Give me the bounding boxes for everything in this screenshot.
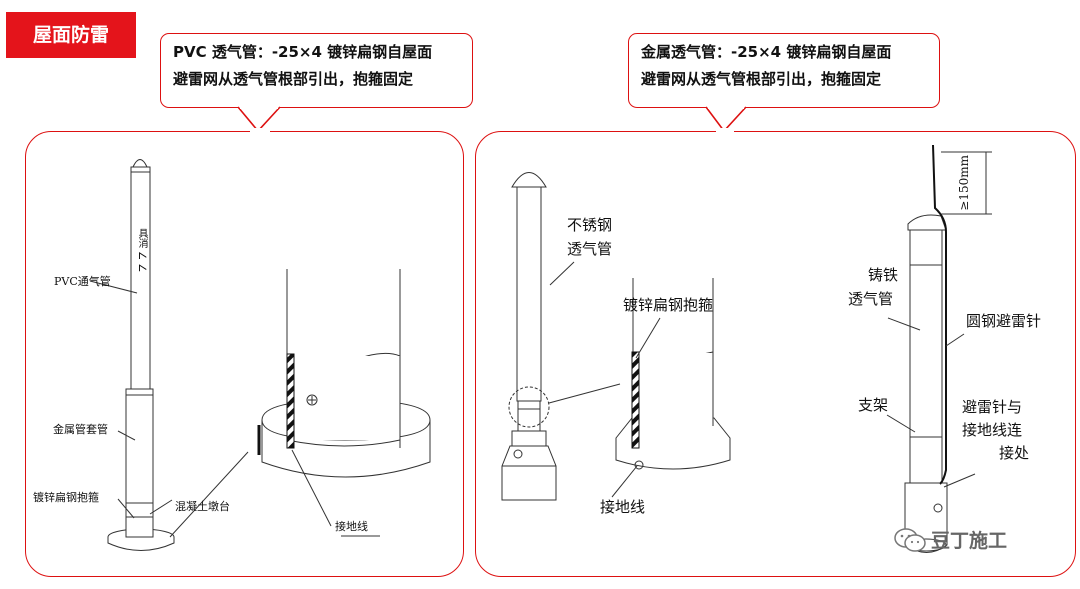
callout-pvc-line2: 避雷网从透气管根部引出，抱箍固定 bbox=[173, 70, 414, 88]
callout-pvc-line1: PVC 透气管：-25×4 镀锌扁钢自屋面 bbox=[173, 43, 433, 61]
label-metal-sleeve: 金属管套管 bbox=[53, 423, 108, 436]
pvc-pipe-mark: 具消 ∠ ∠ bbox=[136, 228, 147, 273]
label-ground-wire-left: 接地线 bbox=[335, 520, 368, 533]
label-rod: 圆钢避雷针 bbox=[966, 312, 1042, 330]
label-steel-hoop: 镀锌扁钢抱箍 bbox=[33, 491, 99, 504]
pvc-ground-strip bbox=[286, 353, 295, 449]
label-ground-wire-right: 接地线 bbox=[600, 498, 646, 516]
stainless-ground-strip bbox=[631, 351, 640, 449]
callout-pvc-pointer bbox=[237, 106, 281, 133]
label-connect-3: 接处 bbox=[999, 444, 1030, 462]
label-connect-2: 接地线连 bbox=[962, 421, 1023, 439]
label-stainless-2: 透气管 bbox=[567, 240, 613, 258]
stainless-pipe bbox=[501, 172, 557, 501]
pvc-detail-base bbox=[261, 356, 431, 478]
callout-metal-line1: 金属透气管：-25×4 镀锌扁钢自屋面 bbox=[641, 43, 892, 61]
panel-pvc bbox=[25, 131, 464, 577]
label-cast-iron-1: 铸铁 bbox=[868, 266, 899, 284]
label-bracket: 支架 bbox=[858, 396, 889, 414]
watermark: 豆丁施工 bbox=[893, 526, 1007, 553]
watermark-text: 豆丁施工 bbox=[931, 530, 1008, 552]
callout-metal-pointer bbox=[705, 106, 747, 133]
callout-metal: 金属透气管：-25×4 镀锌扁钢自屋面 避雷网从透气管根部引出，抱箍固定 bbox=[628, 33, 940, 108]
label-galv-hoop: 镀锌扁钢抱箍 bbox=[623, 296, 714, 314]
pvc-base bbox=[107, 516, 175, 551]
section-title: 屋面防雷 bbox=[6, 12, 136, 58]
lightning-rod bbox=[932, 144, 947, 485]
label-cast-iron-2: 透气管 bbox=[848, 290, 894, 308]
callout-metal-line2: 避雷网从透气管根部引出，抱箍固定 bbox=[641, 70, 882, 88]
label-concrete-base: 混凝土墩台 bbox=[175, 500, 230, 513]
cast-iron-pipe bbox=[904, 214, 948, 553]
pvc-pipe bbox=[125, 159, 154, 518]
panel-metal bbox=[475, 131, 1076, 577]
label-stainless-1: 不锈钢 bbox=[567, 216, 613, 234]
wechat-icon bbox=[894, 527, 926, 552]
callout-pvc: PVC 透气管：-25×4 镀锌扁钢自屋面 避雷网从透气管根部引出，抱箍固定 bbox=[160, 33, 473, 108]
label-connect-1: 避雷针与 bbox=[962, 398, 1023, 416]
label-dimension: ≥150mm bbox=[957, 155, 971, 211]
label-pvc-pipe: PVC通气管 bbox=[54, 275, 111, 288]
